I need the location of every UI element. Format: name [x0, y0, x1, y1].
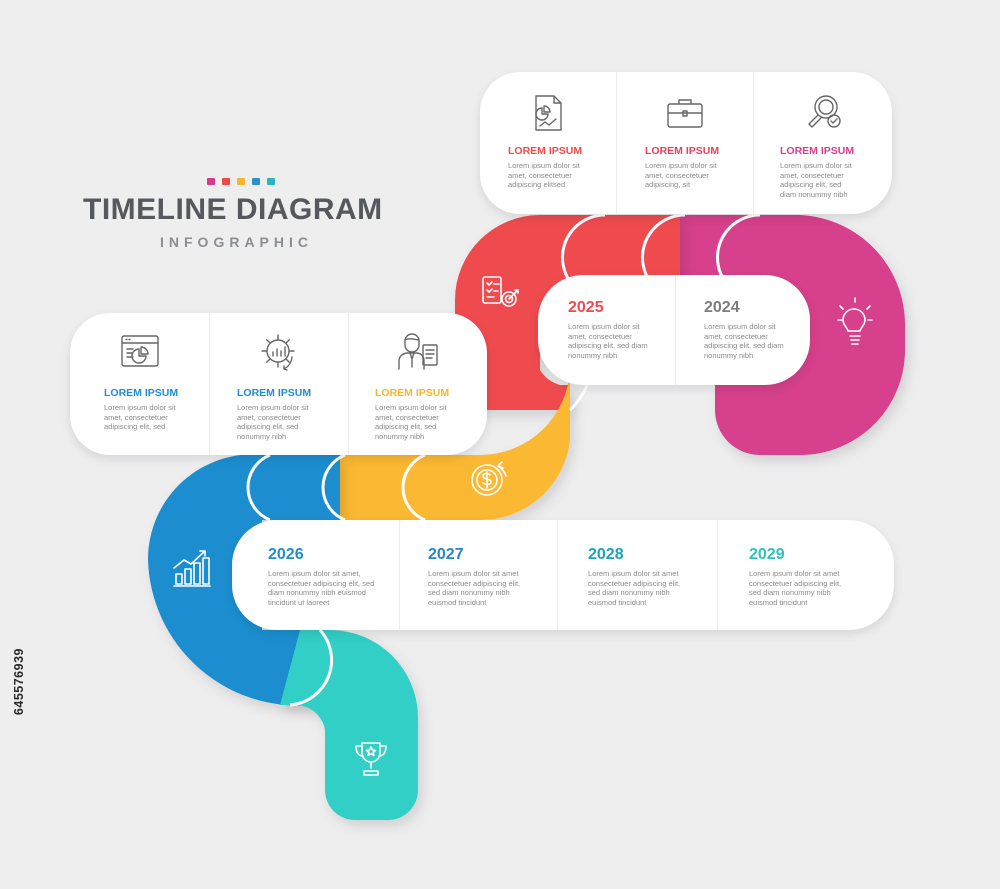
color-dot [237, 178, 245, 185]
year-label: 2026 [268, 546, 304, 563]
middle-card-text: Lorem ipsum dolor sit amet, consectetuer… [104, 403, 176, 431]
color-dot [207, 178, 215, 185]
year-label: 2024 [704, 299, 740, 316]
growth-chart-icon [173, 550, 211, 587]
year-card-top: 2025 Lorem ipsum dolor sit amet, consect… [538, 275, 810, 385]
year-text: Lorem ipsum dolor sit amet, consectetuer… [568, 322, 648, 360]
color-dot [222, 178, 230, 185]
magnifier-check-icon [808, 95, 841, 128]
top-card-text: Lorem ipsum dolor sit amet, consectetuer… [780, 161, 852, 199]
top-card-text: Lorem ipsum dolor sit amet, consectetuer… [508, 161, 580, 189]
top-card-label: LOREM IPSUM [508, 145, 583, 157]
year-label: 2028 [588, 546, 624, 563]
report-chart-icon [535, 95, 562, 131]
browser-chart-icon [120, 335, 159, 367]
page-title: TIMELINE DIAGRAM [83, 193, 383, 226]
segment-yellow [330, 370, 570, 521]
year-item-2025: 2025 Lorem ipsum dolor sit amet, consect… [538, 275, 676, 385]
year-label: 2027 [428, 546, 464, 563]
trophy-icon [355, 742, 387, 776]
year-label: 2029 [749, 546, 785, 563]
segment-teal [280, 630, 418, 820]
top-card-item: LOREM IPSUM Lorem ipsum dolor sit amet, … [480, 72, 617, 214]
stock-id: 645576939 [12, 648, 26, 716]
middle-card-text: Lorem ipsum dolor sit amet, consectetuer… [237, 403, 309, 441]
middle-card-label: LOREM IPSUM [237, 387, 312, 399]
color-dots [207, 178, 275, 185]
year-label: 2025 [568, 299, 604, 316]
year-text: Lorem ipsum dolor sit amet consectetuer … [428, 569, 521, 607]
middle-info-card: LOREM IPSUM Lorem ipsum dolor sit amet, … [70, 313, 487, 455]
middle-card-label: LOREM IPSUM [104, 387, 179, 399]
year-text: Lorem ipsum dolor sit amet consectetuer … [749, 569, 842, 607]
color-dot [252, 178, 260, 185]
top-card-label: LOREM IPSUM [780, 145, 855, 157]
checklist-target-icon [482, 276, 519, 307]
year-item-2026: 2026 Lorem ipsum dolor sit amet, consect… [232, 520, 400, 630]
middle-card-item: LOREM IPSUM Lorem ipsum dolor sit amet, … [349, 313, 487, 455]
lightbulb-icon [837, 297, 873, 345]
middle-card-item: LOREM IPSUM Lorem ipsum dolor sit amet, … [210, 313, 349, 455]
year-item-2029: 2029 Lorem ipsum dolor sit amet consecte… [718, 520, 894, 630]
top-info-card: LOREM IPSUM Lorem ipsum dolor sit amet, … [480, 72, 892, 214]
dollar-coin-icon [471, 461, 507, 496]
year-item-2024: 2024 Lorem ipsum dolor sit amet, consect… [676, 275, 810, 385]
color-dot [267, 178, 275, 185]
middle-card-label: LOREM IPSUM [375, 387, 450, 399]
top-card-item: LOREM IPSUM Lorem ipsum dolor sit amet, … [754, 72, 892, 214]
segment-red [455, 215, 680, 410]
year-text: Lorem ipsum dolor sit amet, consectetuer… [704, 322, 784, 360]
year-card-bottom: 2026 Lorem ipsum dolor sit amet, consect… [232, 520, 894, 630]
middle-card-item: LOREM IPSUM Lorem ipsum dolor sit amet, … [70, 313, 210, 455]
top-card-item: LOREM IPSUM Lorem ipsum dolor sit amet, … [617, 72, 754, 214]
segment-dividers [246, 213, 761, 707]
businessman-icon [398, 333, 438, 370]
gear-chart-icon [261, 334, 295, 371]
year-item-2027: 2027 Lorem ipsum dolor sit amet consecte… [400, 520, 558, 630]
top-card-label: LOREM IPSUM [645, 145, 720, 157]
middle-card-text: Lorem ipsum dolor sit amet, consectetuer… [375, 403, 447, 441]
page-subtitle: INFOGRAPHIC [160, 234, 313, 250]
top-card-text: Lorem ipsum dolor sit amet, consectetuer… [645, 161, 717, 189]
year-item-2028: 2028 Lorem ipsum dolor sit amet consecte… [558, 520, 718, 630]
briefcase-icon [667, 99, 703, 128]
year-text: Lorem ipsum dolor sit amet consectetuer … [588, 569, 681, 607]
year-text: Lorem ipsum dolor sit amet, consectetuer… [268, 569, 375, 607]
